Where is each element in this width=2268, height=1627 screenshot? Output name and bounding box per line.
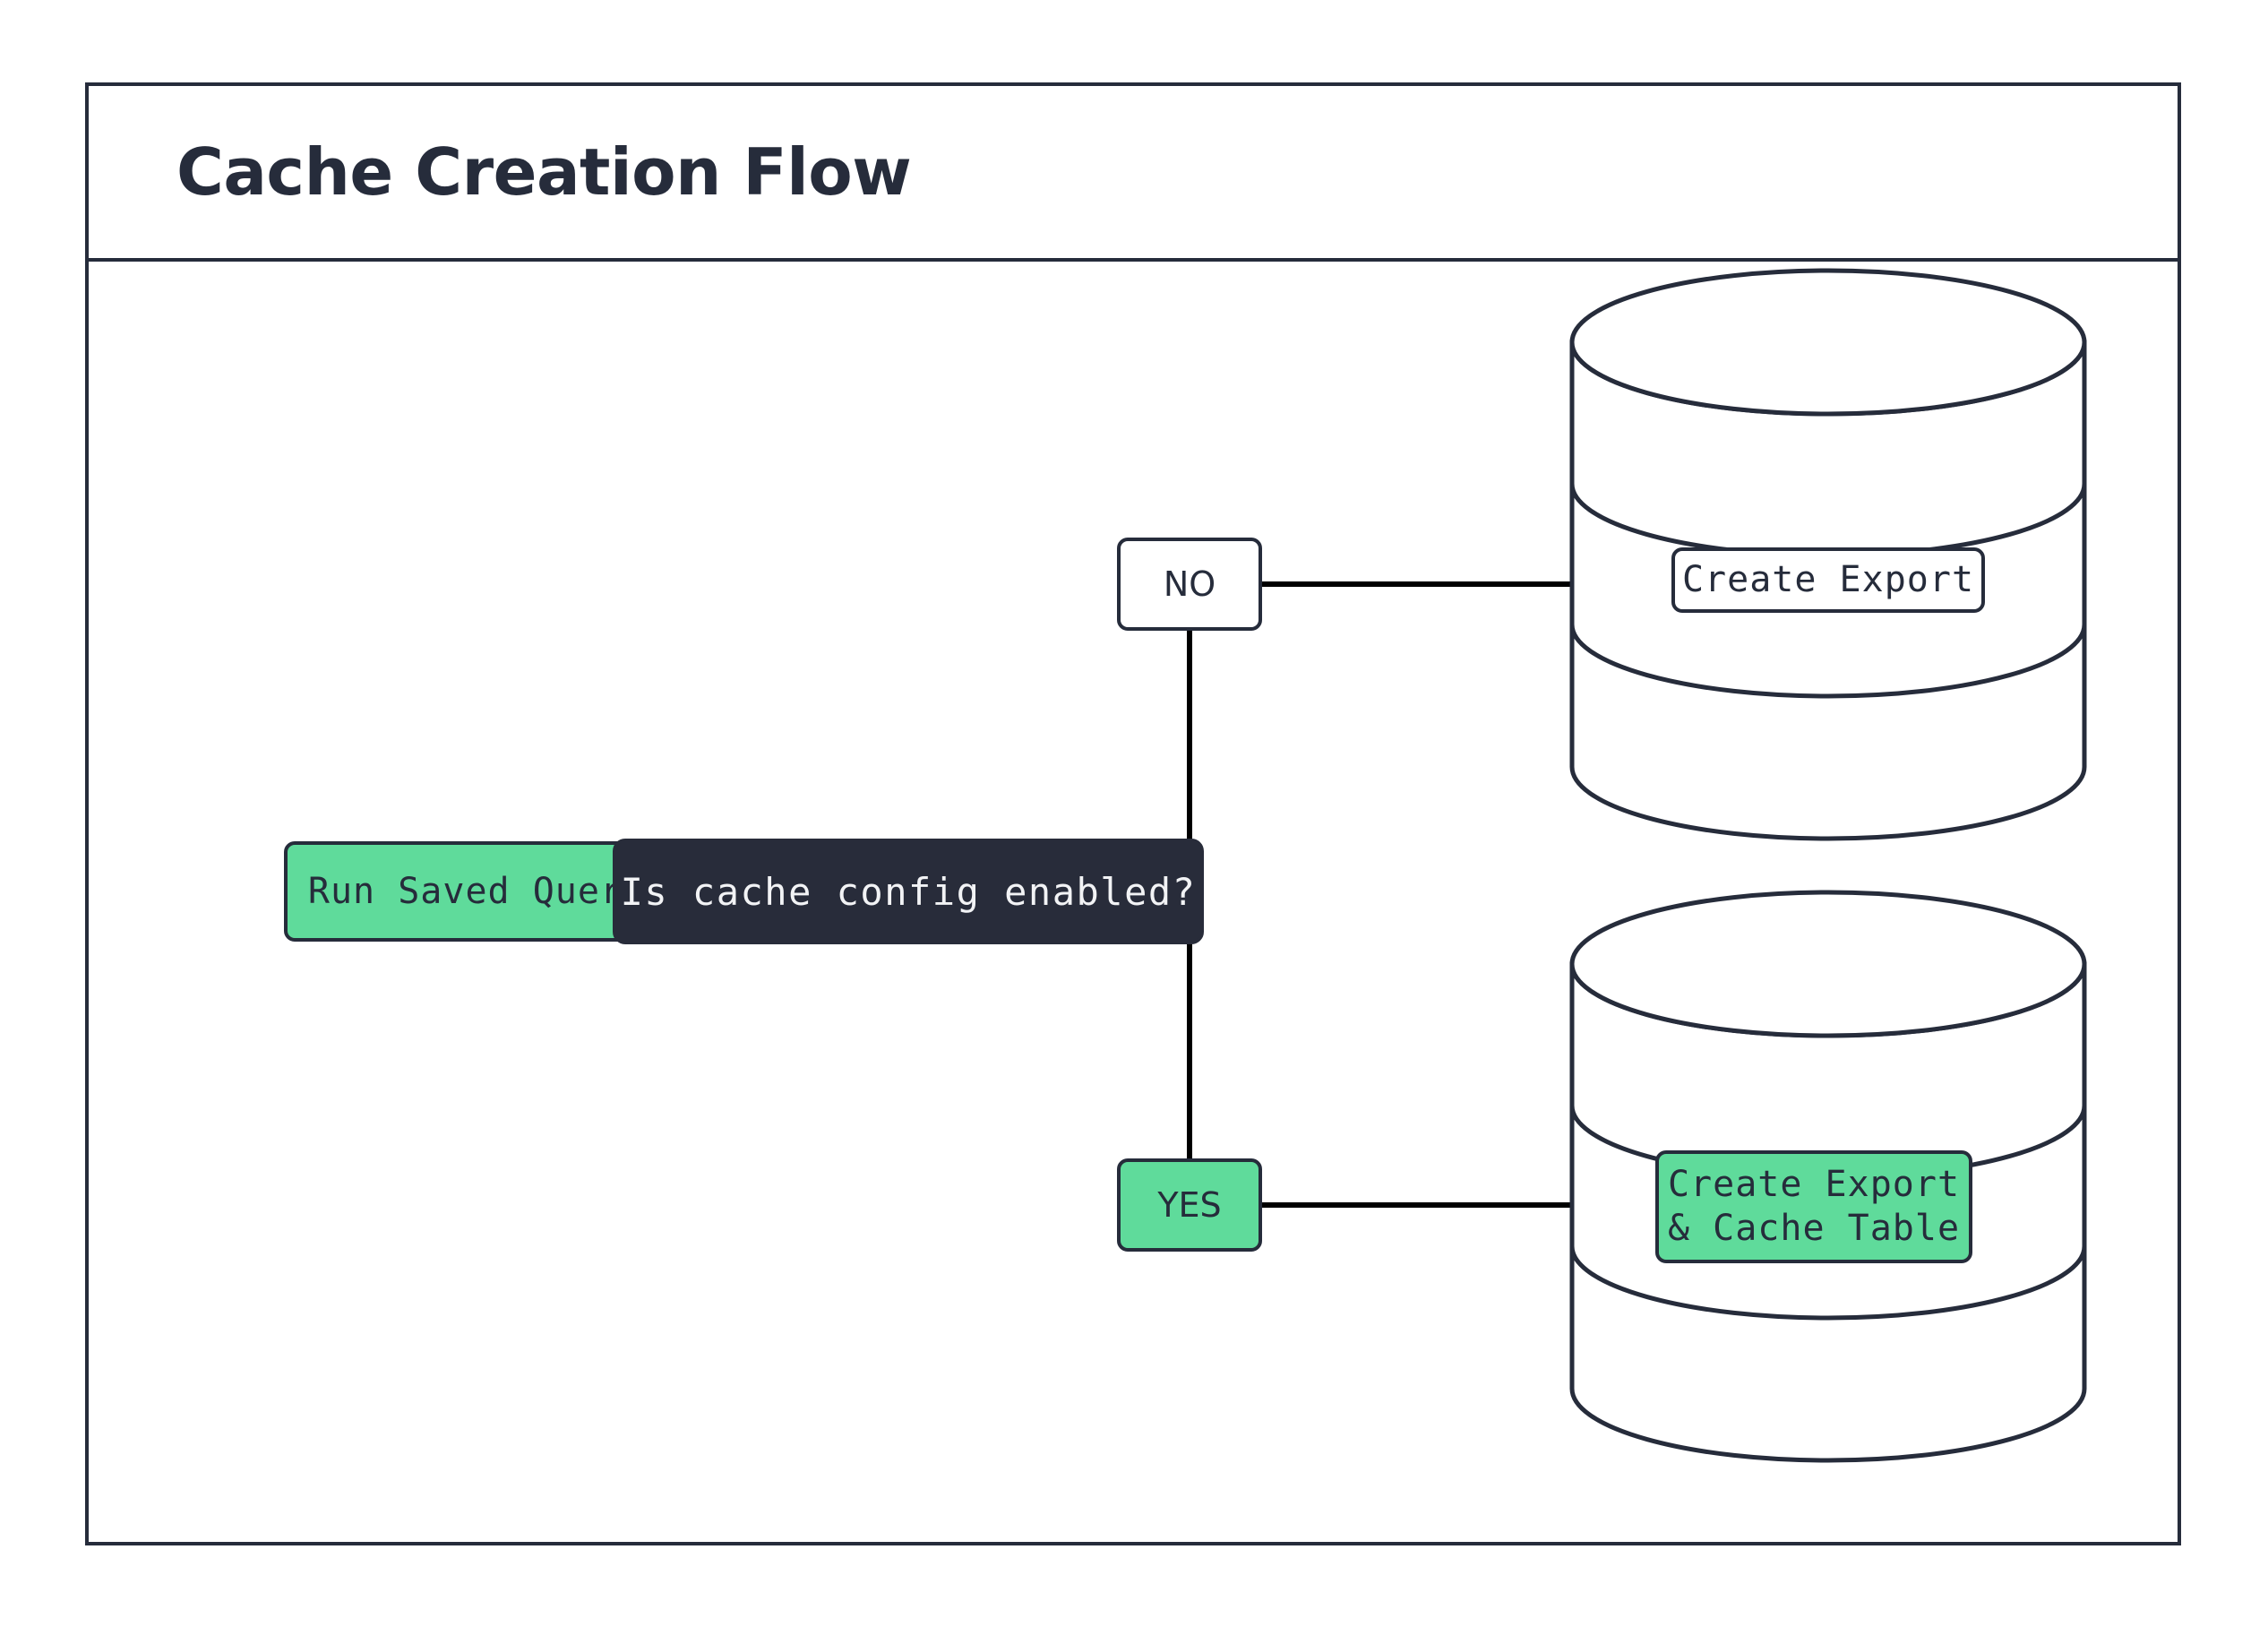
page-title: Cache Creation Flow <box>176 134 912 210</box>
edge-label-yes[interactable]: YES <box>1117 1158 1262 1252</box>
cylinder-top-cap <box>1569 268 2087 417</box>
database-cylinder-create-export-cache <box>1569 890 2087 1463</box>
node-cache-config-decision[interactable]: Is cache config enabled? <box>613 839 1204 944</box>
flowchart-canvas: Run Saved Query Is cache config enabled?… <box>89 86 2185 1549</box>
edge-lines <box>616 581 1574 1208</box>
cylinder-disk-3 <box>1569 624 2087 699</box>
diagram-header: Cache Creation Flow <box>89 86 2178 262</box>
node-label-create-export[interactable]: Create Export <box>1671 547 1985 613</box>
edge-label-no[interactable]: NO <box>1117 538 1262 631</box>
cylinder-disk-3 <box>1569 1245 2087 1321</box>
cylinder-top-cap <box>1569 890 2087 1038</box>
flowchart-vector-layer <box>616 268 2087 1463</box>
diagram-frame: Cache Creation Flow <box>85 82 2181 1545</box>
node-run-saved-query[interactable]: Run Saved Query <box>284 841 669 942</box>
node-label-create-export-cache-table[interactable]: Create Export & Cache Table <box>1655 1150 1972 1263</box>
